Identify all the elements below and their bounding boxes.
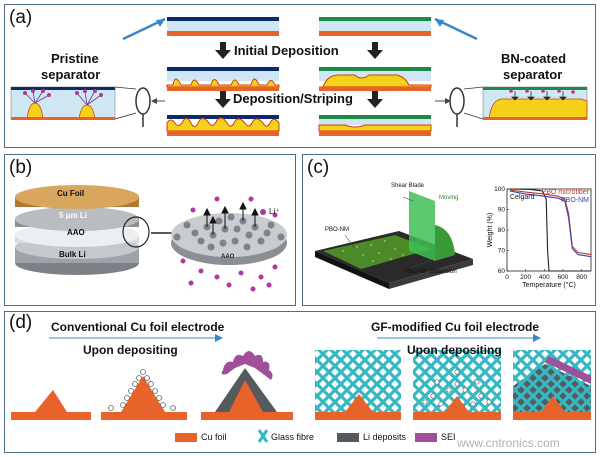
y-axis-label: Weight (%)	[487, 213, 494, 248]
y-tick-label: 90	[498, 207, 506, 214]
legend-label: Celgard	[510, 194, 535, 201]
y-tick-label: 70	[498, 248, 506, 255]
x-tick-label: 800	[576, 274, 587, 281]
legend-li-deposits: Li deposits	[363, 432, 407, 442]
panel-b-diagram	[15, 185, 287, 292]
panel-a-label: (a)	[9, 7, 33, 28]
upon-depositing-right: Upon depositing	[407, 343, 502, 357]
bulk-li-label: Bulk Li	[59, 250, 86, 259]
pbo-nm-illus-label: PBO-NM	[325, 227, 349, 233]
aao-disk-label: AAO	[221, 254, 235, 260]
x-tick-label: 400	[539, 274, 550, 281]
panel-a-diagram	[10, 17, 588, 136]
y-tick-label: 100	[494, 186, 505, 193]
panel-b-label: (b)	[9, 157, 33, 178]
moving-label: Moving	[439, 195, 459, 201]
pristine-label-1: Pristine	[51, 51, 99, 66]
x-tick-label: 200	[520, 274, 531, 281]
li-layer-label: 5 μm Li	[59, 211, 88, 220]
gf-modified-title: GF-modified Cu foil electrode	[371, 320, 540, 334]
x-tick-label: 0	[505, 274, 509, 281]
y-tick-label: 60	[498, 268, 506, 275]
cu-foil-label: Cu Foil	[57, 189, 85, 198]
pbo-nf-label: PBO-NF dispersion	[405, 269, 457, 275]
panel-d: (d)	[4, 311, 596, 453]
upon-depositing-left: Upon depositing	[83, 343, 178, 357]
panel-d-diagram	[11, 334, 591, 443]
aao-label: AAO	[67, 228, 85, 237]
initial-deposition-label: Initial Deposition	[234, 43, 339, 58]
panel-c-label: (c)	[307, 157, 330, 178]
bn-label-1: BN-coated	[501, 51, 567, 66]
series-line-pbo-microfiber	[509, 189, 592, 256]
panel-d-label: (d)	[9, 312, 33, 333]
legend-label: PBO-NM	[561, 197, 589, 204]
li-ion-label: Li⁺	[269, 207, 280, 216]
conventional-title: Conventional Cu foil electrode	[51, 320, 225, 334]
pristine-label-2: separator	[41, 67, 101, 82]
series-line-celgard	[509, 188, 591, 272]
panel-c: (c) Shear Blade Moving PBO-NM PBO-NF dis…	[302, 154, 596, 306]
legend-sei: SEI	[441, 432, 456, 442]
bn-label-2: separator	[503, 67, 563, 82]
x-tick-label: 600	[558, 274, 569, 281]
series-line-pbo-nm	[509, 190, 592, 258]
panel-a: (a)	[4, 4, 596, 148]
deposition-striping-label: Deposition/Striping	[233, 91, 353, 106]
legend-cu-foil: Cu foil	[201, 432, 227, 442]
watermark: www.cntronics.com	[457, 436, 560, 450]
y-tick-label: 80	[498, 227, 506, 234]
panel-c-illustration	[315, 191, 473, 289]
x-axis-label: Temperature (°C)	[522, 281, 576, 289]
panel-b: (b)	[4, 154, 296, 306]
legend-glass-fibre: Glass fibre	[271, 432, 315, 442]
shear-blade-label: Shear Blade	[391, 183, 425, 189]
legend-label: PBO microfiber	[542, 189, 590, 196]
